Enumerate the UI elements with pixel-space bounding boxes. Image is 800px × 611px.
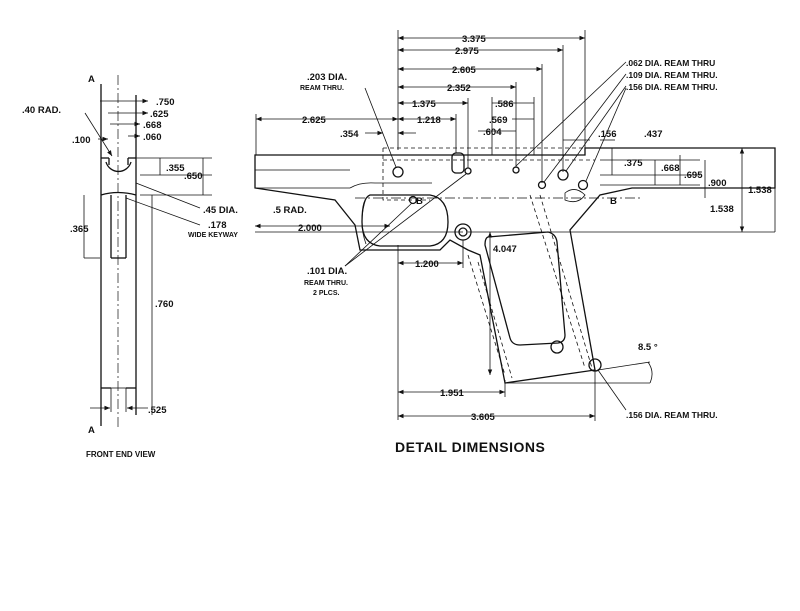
- front-seat-walls: [108, 158, 129, 165]
- slide-stop-hidden: [382, 148, 430, 201]
- dim-525: .525: [148, 405, 167, 416]
- dim-604: .604: [483, 127, 502, 138]
- dim-586: .586: [495, 99, 514, 110]
- note-156b: .156 DIA. REAM THRU.: [626, 410, 718, 420]
- callout-178: .178: [208, 220, 227, 231]
- dim-365: .365: [70, 224, 89, 235]
- leader-101-b: [344, 173, 467, 267]
- section-a-top: A: [88, 74, 95, 85]
- hole-156-b: [577, 179, 589, 191]
- dim-1200: 1.200: [415, 259, 439, 270]
- note-101-ream: REAM THRU.: [304, 280, 348, 287]
- hammer-slot: [564, 189, 586, 203]
- dim-2352: 2.352: [447, 83, 471, 94]
- front-view-caption: FRONT END VIEW: [86, 450, 156, 459]
- frontstrap-hidden-2: [477, 261, 513, 379]
- hole-101-b: [464, 167, 472, 175]
- hole-101-a: [408, 195, 418, 205]
- dust-cover-lines: [255, 169, 350, 189]
- rail-hidden: [383, 147, 595, 161]
- dim-354: .354: [340, 129, 359, 140]
- dim-668: .668: [143, 120, 162, 131]
- note-109: .109 DIA. REAM THRU.: [626, 70, 718, 80]
- leader-156b: [597, 369, 627, 411]
- dim-3375: 3.375: [462, 34, 486, 45]
- dim-668r: .668: [661, 163, 680, 174]
- detail-view: 3.375 2.975 2.605 2.352 1.375 1.218 2.62…: [254, 30, 776, 455]
- front-inner-arc: [100, 191, 137, 196]
- dim-569: .569: [489, 115, 508, 126]
- note-203-ream: REAM THRU.: [300, 85, 344, 92]
- dim-375: .375: [624, 158, 643, 169]
- dim-100: .100: [72, 135, 91, 146]
- dim-437: .437: [644, 129, 663, 140]
- keyway-leader: [125, 197, 201, 226]
- dim-2605: 2.605: [452, 65, 476, 76]
- dim-355: .355: [166, 163, 185, 174]
- dim-650: .650: [184, 171, 203, 182]
- dim-1375: 1.375: [412, 99, 436, 110]
- callout-5-rad: .5 RAD.: [273, 205, 307, 216]
- note-203-dia: .203 DIA.: [307, 72, 347, 83]
- dust-cover-transition: [349, 182, 432, 189]
- leader-156a: [565, 85, 627, 172]
- section-b-left: B: [416, 196, 423, 207]
- frontstrap-hidden-1: [467, 254, 506, 376]
- dim-156-top: .156: [598, 129, 617, 140]
- leader-062: [515, 61, 627, 167]
- note-062: .062 DIA. REAM THRU: [626, 58, 715, 68]
- section-b-right: B: [610, 196, 617, 207]
- section-a-bottom: A: [88, 425, 95, 436]
- dim-760: .760: [155, 299, 174, 310]
- hole-grip-screw: [550, 340, 564, 354]
- angle-85: 8.5 °: [638, 342, 658, 353]
- dim-4047: 4.047: [493, 244, 517, 255]
- front-barrel-seat: [105, 161, 132, 173]
- trigger-guard-inner: [361, 197, 367, 245]
- dim-750: .750: [156, 97, 175, 108]
- note-156a: .156 DIA. REAM THRU.: [626, 82, 718, 92]
- note-101-plcs: 2 PLCS.: [313, 290, 340, 297]
- dim-2000: 2.000: [298, 223, 322, 234]
- mag-well-hidden-2: [539, 194, 593, 369]
- front-end-view: A A .40 RAD. .100 .750 .625 .668 .060 .3…: [22, 74, 307, 459]
- leader-156a-2: [585, 87, 627, 182]
- callout-45-dia: .45 DIA.: [203, 205, 238, 216]
- dim-40rad-leader: [84, 112, 113, 157]
- callout-wide-keyway: WIDE KEYWAY: [188, 232, 238, 239]
- leader-203: [364, 87, 397, 168]
- dim-2975: 2.975: [455, 46, 479, 57]
- dim-060: .060: [143, 132, 162, 143]
- dim-2625: 2.625: [302, 115, 326, 126]
- angle-line: [597, 361, 651, 371]
- slide-stop-slot: [451, 152, 465, 174]
- dim-1538-b: 1.538: [710, 204, 734, 215]
- dim-625: .625: [150, 109, 169, 120]
- mag-well-hidden-1: [529, 194, 586, 369]
- dim-40-rad: .40 RAD.: [22, 105, 61, 116]
- dim-900: .900: [708, 178, 727, 189]
- dim-1218: 1.218: [417, 115, 441, 126]
- hole-203: [392, 166, 404, 178]
- dim-1538-a: 1.538: [748, 185, 772, 196]
- dim-1951: 1.951: [440, 388, 464, 399]
- detail-title: DETAIL DIMENSIONS: [395, 439, 545, 455]
- leader-101-a: [344, 202, 413, 267]
- grip-panel-cutout: [484, 231, 566, 346]
- leader-109: [543, 73, 627, 183]
- dim-3605: 3.605: [471, 412, 495, 423]
- angle-arc: [647, 361, 653, 384]
- note-101-dia: .101 DIA.: [307, 266, 347, 277]
- dia45-leader: [135, 182, 201, 209]
- dim-695: .695: [684, 170, 703, 181]
